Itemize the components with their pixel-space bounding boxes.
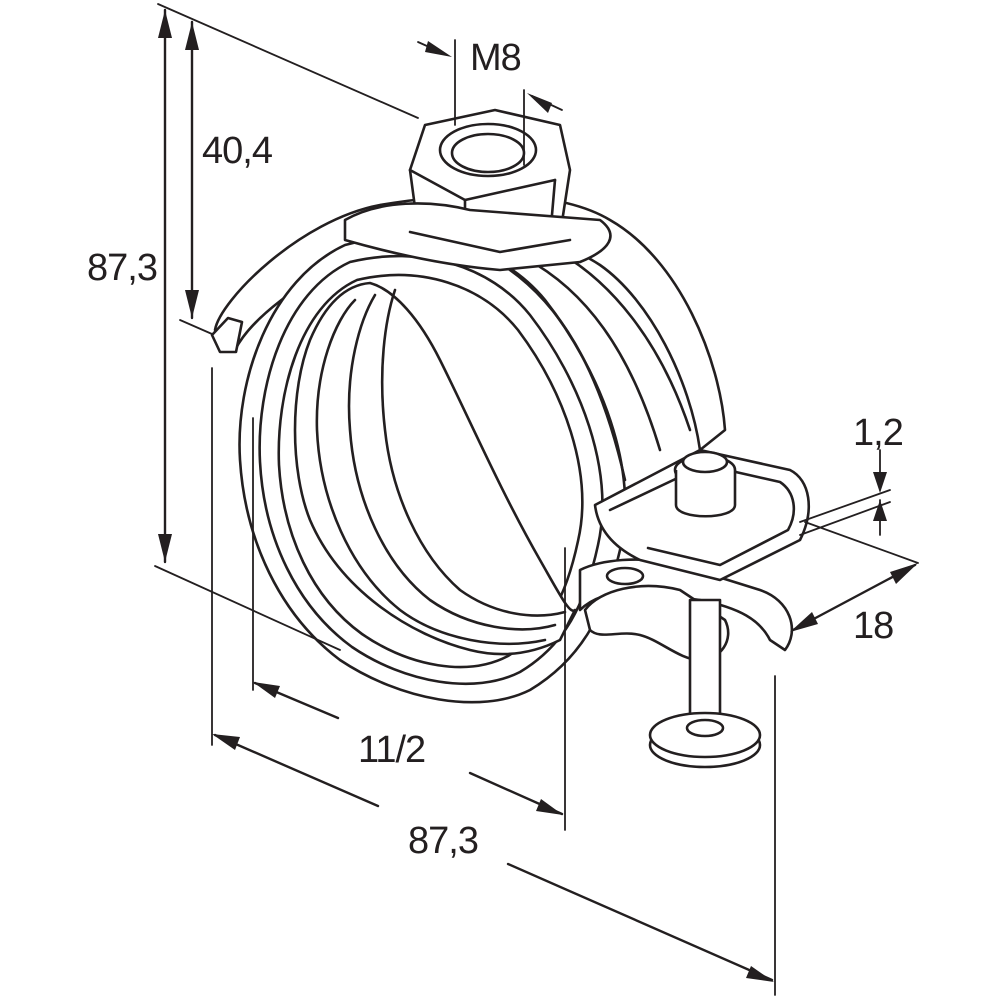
dim-thickness-ext-1 (799, 489, 891, 523)
bottom-screw-neck (685, 718, 725, 738)
dim-total-width-line-a (213, 733, 380, 808)
label-band-thickness: 1,2 (853, 412, 903, 454)
nut-base-plate (343, 202, 612, 272)
label-total-height: 87,3 (87, 247, 157, 289)
clamp-flange-upper-rim (608, 463, 796, 567)
dim-nut-height-arrow-top (185, 22, 199, 50)
label-thread: M8 (470, 37, 521, 79)
clamp-band-ridge-b (523, 256, 662, 452)
flange-screw-shank (674, 470, 737, 518)
dim-thread-arrow-right (527, 93, 552, 113)
dim-width-ext (804, 521, 919, 564)
clamp-left-ear (210, 316, 244, 354)
label-band-width: 18 (853, 605, 893, 647)
dim-thickness-arrow-bottom (873, 500, 887, 521)
pipe-clamp (210, 108, 811, 769)
clamp-ring-line-1 (258, 254, 604, 686)
label-pipe-size: 11/2 (358, 729, 425, 771)
rubber-lining-ridge-1 (315, 298, 547, 646)
dim-total-height-arrow-bottom (158, 534, 172, 562)
label-nut-height: 40,4 (202, 130, 273, 172)
hex-nut-bore-inner (450, 132, 526, 174)
rubber-lining (293, 281, 577, 656)
dim-total-height-ext-bottom (154, 565, 341, 651)
dim-thread-arrow-left (425, 41, 452, 57)
dim-total-height-arrow-top (158, 10, 172, 38)
clamp-ring-line-2 (277, 273, 584, 669)
dim-total-height-ext-top (157, 3, 419, 119)
dim-nut-height-ext-bottom (179, 319, 213, 335)
dim-thickness-arrow-top (873, 472, 887, 493)
dimension-lines (154, 3, 919, 996)
label-total-width: 87,3 (408, 820, 478, 862)
rubber-lining-ridge-2 (347, 293, 557, 631)
clamp-band-ridge-c (496, 260, 627, 482)
dim-pipe-arrow-right (536, 799, 563, 815)
dim-total-width-arrow-left (212, 734, 240, 750)
nut-base-plate-top (408, 230, 572, 254)
dim-width-arrow-right (890, 563, 918, 584)
dimension-labels: M8 40,4 87,3 1,2 18 11/2 87,3 (87, 37, 904, 862)
dim-pipe-arrow-left (253, 682, 280, 698)
hook-hole (605, 566, 645, 586)
dim-thickness-ext-2 (799, 501, 891, 536)
dim-total-width-line-b (506, 862, 774, 982)
bottom-screw-shank (688, 598, 722, 732)
dim-nut-height-arrow-bottom (185, 290, 199, 318)
dim-width-arrow-left (790, 612, 818, 632)
dim-total-width-arrow-right (746, 966, 774, 982)
rubber-lining-ridge-3 (380, 288, 567, 617)
flange-screw-top (681, 450, 729, 474)
